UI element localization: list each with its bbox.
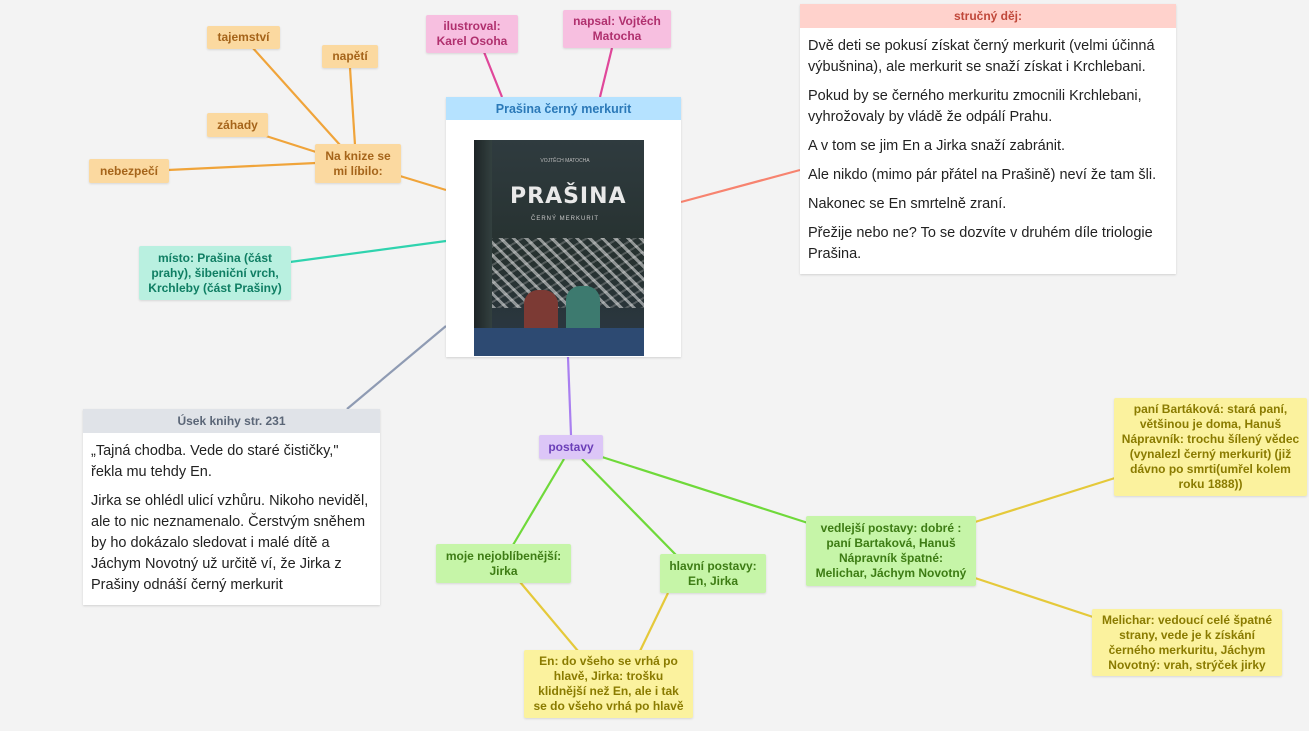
excerpt-card[interactable]: Úsek knihy str. 231 „Tajná chodba. Vede … [83, 409, 380, 605]
book-cover-bottom-band [474, 328, 644, 356]
plot-paragraph: A v tom se jim En a Jirka snaží zabránit… [808, 138, 1066, 154]
node-bad-desc[interactable]: Melichar: vedoucí celé špatné strany, ve… [1092, 609, 1282, 676]
node-secret[interactable]: tajemství [207, 26, 280, 49]
node-good-desc[interactable]: paní Bartáková: stará paní, většinou je … [1114, 398, 1307, 496]
node-author[interactable]: napsal: Vojtěch Matocha [563, 10, 671, 48]
link-favorite-desc [519, 581, 579, 652]
link-main-characters [581, 458, 677, 556]
node-mystery[interactable]: záhady [207, 113, 268, 137]
link-good-desc [974, 476, 1116, 524]
link-bad-desc [974, 576, 1094, 619]
node-characters[interactable]: postavy [539, 435, 603, 459]
node-side-characters[interactable]: vedlejší postavy: dobré : paní Bartaková… [806, 516, 976, 586]
link-side-characters [601, 455, 809, 525]
link-plot [680, 168, 801, 204]
plot-paragraph: Nakonec se En smrtelně zraní. [808, 196, 1007, 212]
plot-header: stručný děj: [800, 4, 1176, 28]
excerpt-body: „Tajná chodba. Vede do staré čističky," … [83, 433, 380, 596]
book-cover-image: VOJTĚCH MATOCHA PRAŠINA ČERNÝ MERKURIT [474, 140, 644, 356]
link-liked-danger [167, 161, 317, 172]
book-cover-figure-green [566, 286, 600, 336]
book-spine [474, 140, 492, 356]
node-least-favorite[interactable]: moje nejoblíbenější: Jirka [436, 544, 571, 583]
node-place[interactable]: místo: Prašina (část prahy), šibeniční v… [139, 246, 291, 300]
node-illustrator[interactable]: ilustroval: Karel Osoha [426, 15, 518, 53]
central-topic-title: Prašina černý merkurit [446, 97, 681, 120]
link-author [598, 47, 614, 98]
link-liked-secret [251, 46, 341, 146]
plot-paragraph: Přežije nebo ne? To se dozvíte v druhém … [808, 225, 1153, 262]
plot-paragraph: Pokud by se černého merkuritu zmocnili K… [808, 88, 1142, 125]
link-excerpt [346, 325, 447, 410]
node-liked[interactable]: Na knize se mi líbilo: [315, 144, 401, 183]
book-cover-author: VOJTĚCH MATOCHA [540, 158, 590, 164]
link-liked-center [399, 174, 447, 192]
excerpt-paragraph: „Tajná chodba. Vede do staré čističky," … [91, 443, 339, 480]
book-cover-subtitle: ČERNÝ MERKURIT [530, 216, 599, 222]
book-cover-title: PRAŠINA [510, 184, 627, 209]
node-tension[interactable]: napětí [322, 45, 378, 68]
node-danger[interactable]: nebezpečí [89, 159, 169, 183]
link-place [289, 239, 447, 264]
link-main-desc [639, 592, 669, 652]
plot-card[interactable]: stručný děj: Dvě deti se pokusí získat č… [800, 4, 1176, 274]
link-liked-mystery [265, 134, 317, 154]
link-illustrator [482, 51, 504, 98]
node-main-desc[interactable]: En: do všeho se vrhá po hlavě, Jirka: tr… [524, 650, 693, 718]
plot-body: Dvě deti se pokusí získat černý merkurit… [800, 28, 1176, 265]
link-characters [566, 356, 573, 436]
link-liked-tension [348, 67, 357, 146]
link-least-favorite [512, 458, 565, 546]
excerpt-paragraph: Jirka se ohlédl ulicí vzhůru. Nikoho nev… [91, 493, 369, 593]
excerpt-header: Úsek knihy str. 231 [83, 409, 380, 433]
node-main-characters[interactable]: hlavní postavy: En, Jirka [660, 554, 766, 593]
plot-paragraph: Dvě deti se pokusí získat černý merkurit… [808, 38, 1155, 75]
plot-paragraph: Ale nikdo (mimo pár přátel na Prašině) n… [808, 167, 1157, 183]
